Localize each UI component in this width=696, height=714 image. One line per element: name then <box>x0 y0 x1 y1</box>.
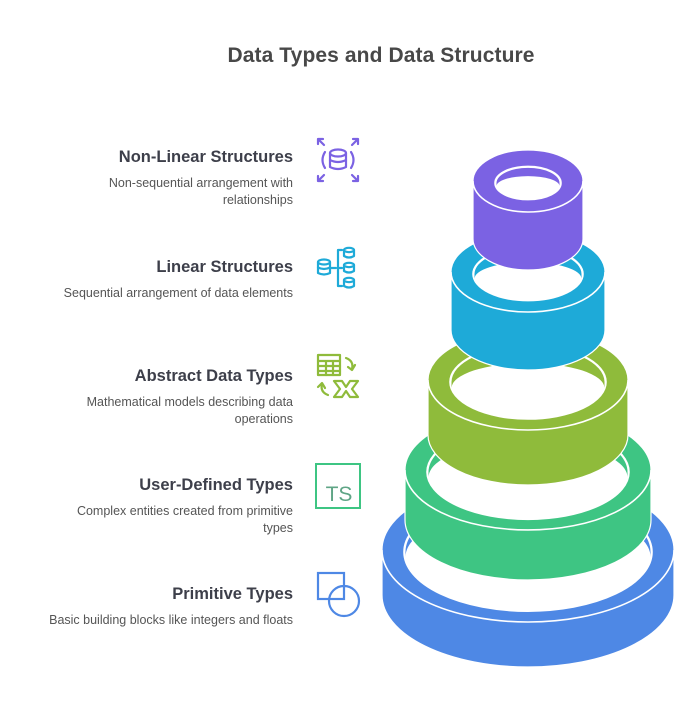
item-label: User-Defined Types <box>139 476 293 494</box>
item-linear-structures: Linear Structures Sequential arrangement… <box>64 258 293 302</box>
item-abstract-data-types: Abstract Data Types Mathematical models … <box>87 367 293 428</box>
item-label: Linear Structures <box>156 258 293 276</box>
database-list-icon <box>316 246 356 289</box>
svg-text:TS: TS <box>326 483 353 506</box>
ring-non-linear-structures <box>472 149 584 271</box>
item-label: Abstract Data Types <box>134 367 293 385</box>
ring-edge <box>427 379 629 431</box>
ring-edge <box>472 180 584 213</box>
item-user-defined-types: User-Defined Types Complex entities crea… <box>77 476 293 537</box>
ring-edge <box>381 549 675 623</box>
ring-edge <box>450 271 606 313</box>
item-primitive-types: Primitive Types Basic building blocks li… <box>49 585 293 629</box>
item-non-linear-structures: Non-Linear Structures Non-sequential arr… <box>109 148 293 209</box>
item-description: Sequential arrangement of data elements <box>63 286 293 300</box>
ring-outline <box>472 149 584 271</box>
table-transform-icon <box>316 353 360 399</box>
item-label: Primitive Types <box>172 585 293 603</box>
ring-hole-edge <box>494 165 562 201</box>
ring-edge <box>404 469 652 531</box>
database-expand-icon <box>316 137 360 183</box>
ring-inner-wall <box>496 167 560 186</box>
item-label: Non-Linear Structures <box>118 148 293 166</box>
diagram-title: Data Types and Data Structure <box>227 44 535 67</box>
shapes-icon <box>316 571 361 618</box>
typescript-icon: TS <box>315 463 361 509</box>
item-description: Basic building blocks like integers and … <box>49 613 293 627</box>
